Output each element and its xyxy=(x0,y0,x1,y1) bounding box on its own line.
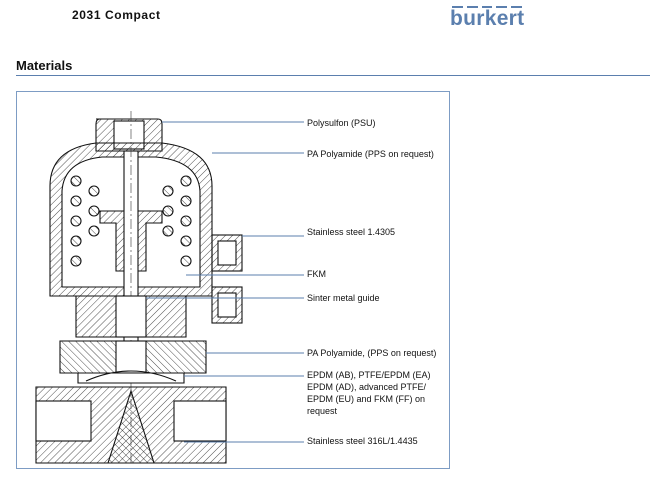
weir xyxy=(107,389,155,464)
spring-coils-left xyxy=(70,175,100,267)
callout-pa-polyamide-lower: PA Polyamide, (PPS on request) xyxy=(307,348,437,358)
spring-coils-right xyxy=(162,175,192,267)
callout-fkm: FKM xyxy=(307,269,326,279)
callout-psu: Polysulfon (PSU) xyxy=(307,118,376,128)
actuator-housing xyxy=(35,111,243,464)
section-rule xyxy=(16,75,650,76)
callout-diaphragm-materials: EPDM (AB), PTFE/EPDM (EA) EPDM (AD), adv… xyxy=(307,370,431,416)
callout-stainless-1-4305: Stainless steel 1.4305 xyxy=(307,227,396,237)
callout-pa-polyamide-top: PA Polyamide (PPS on request) xyxy=(307,149,434,159)
brand-logo-bars xyxy=(452,6,522,8)
body-port-left xyxy=(35,400,92,442)
brand-logo: burkert xyxy=(450,7,525,30)
callout-sinter-metal-guide: Sinter metal guide xyxy=(307,293,380,303)
callout-stainless-316l: Stainless steel 316L/1.4435 xyxy=(307,436,418,446)
valve-cross-section-diagram xyxy=(35,111,304,464)
leader-lines xyxy=(146,121,304,443)
doc-title: 2031 Compact xyxy=(72,8,161,22)
figure-frame xyxy=(16,91,450,469)
section-heading: Materials xyxy=(16,58,73,73)
body-port-right xyxy=(173,400,227,442)
